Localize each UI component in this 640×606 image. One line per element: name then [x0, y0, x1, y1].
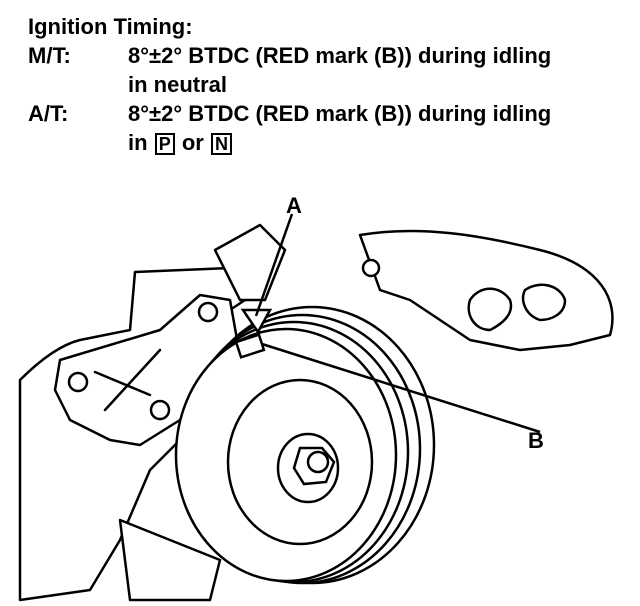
timing-mark-b: [234, 333, 266, 359]
leader-line-a: [254, 213, 294, 317]
spec-value-at: 8°±2° BTDC (RED mark (B)) during idling: [128, 101, 552, 126]
leader-line-b: [261, 342, 541, 434]
spec-at-prefix: in: [128, 130, 148, 155]
spec-at-conjunction: or: [181, 130, 204, 155]
callout-b: B: [528, 428, 544, 453]
lower-rail: [118, 518, 222, 602]
crank-pulley-illustration: [18, 213, 614, 602]
crank-bolt-face: [306, 450, 330, 474]
spec-heading: Ignition Timing:: [28, 14, 193, 39]
gear-park-box: P: [154, 133, 175, 155]
cover-bolt-hole: [149, 399, 171, 421]
spec-row-at: A/T: 8°±2° BTDC (RED mark (B)) during id…: [28, 99, 628, 128]
pump-lobes: [467, 283, 567, 332]
spec-key-at: A/T:: [28, 101, 69, 126]
spec-value-mt-line2: in neutral: [128, 72, 228, 97]
spec-row-mt: M/T: 8°±2° BTDC (RED mark (B)) during id…: [28, 41, 628, 70]
ignition-timing-spec: Ignition Timing: M/T: 8°±2° BTDC (RED ma…: [28, 12, 628, 157]
cover-rib: [93, 348, 162, 412]
timing-pointer-a: [240, 308, 273, 335]
spec-value-at-line2: in P or N: [28, 128, 628, 157]
cover-bolt-hole: [67, 371, 89, 393]
callout-a: A: [286, 193, 302, 218]
gear-neutral-box: N: [210, 133, 232, 155]
spec-value-mt: 8°±2° BTDC (RED mark (B)) during idling: [128, 43, 552, 68]
pump-bolt: [361, 258, 381, 278]
spec-key-mt: M/T:: [28, 43, 71, 68]
cover-bolt-hole: [197, 301, 219, 323]
